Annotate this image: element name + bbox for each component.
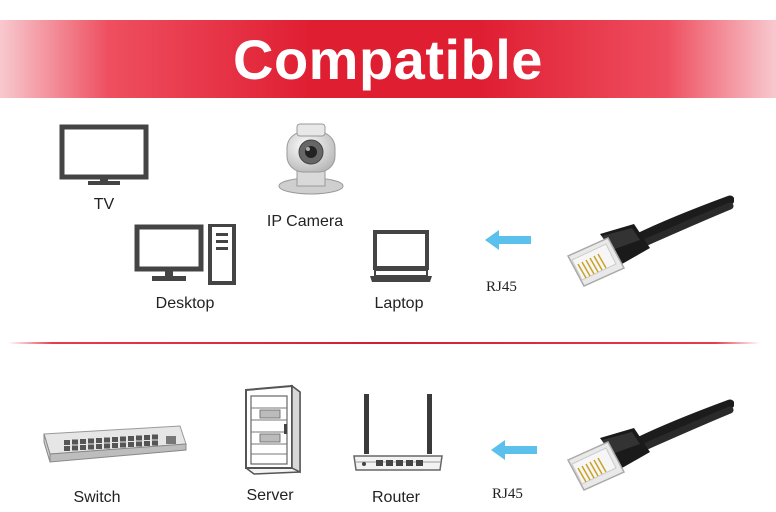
laptop-label: Laptop	[374, 295, 424, 312]
switch-label: Switch	[73, 489, 121, 506]
banner: Compatible	[0, 20, 776, 98]
router-icon	[353, 394, 443, 471]
desktop-label: Desktop	[155, 295, 215, 312]
server-item	[238, 384, 302, 476]
server-label: Server	[246, 487, 294, 504]
banner-title: Compatible	[233, 27, 543, 91]
router-item	[350, 390, 446, 476]
tv-item	[58, 124, 150, 188]
top-arrow	[485, 230, 531, 250]
tv-label: TV	[93, 196, 115, 213]
laptop-icon	[370, 230, 432, 282]
bottom-rj45-label: RJ45	[492, 486, 523, 502]
switch-item	[40, 422, 188, 466]
rj45-cable-icon	[566, 195, 734, 287]
bottom-arrow	[491, 440, 537, 460]
server-rack-icon	[245, 384, 301, 475]
ip-camera-icon	[278, 123, 344, 195]
top-rj45-label: RJ45	[486, 279, 517, 295]
desktop-item	[134, 224, 236, 286]
top-cable	[562, 194, 734, 294]
bottom-cable	[562, 398, 734, 500]
tv-icon	[59, 124, 149, 185]
ip-camera-item	[275, 120, 347, 196]
network-switch-icon	[43, 425, 187, 463]
arrow-left-icon	[485, 230, 531, 250]
section-divider	[8, 342, 760, 344]
router-label: Router	[371, 489, 421, 506]
ip-camera-label: IP Camera	[266, 213, 344, 230]
rj45-cable-icon	[566, 399, 734, 491]
laptop-item	[368, 230, 434, 286]
desktop-computer-icon	[134, 224, 236, 285]
arrow-left-icon	[491, 440, 537, 460]
